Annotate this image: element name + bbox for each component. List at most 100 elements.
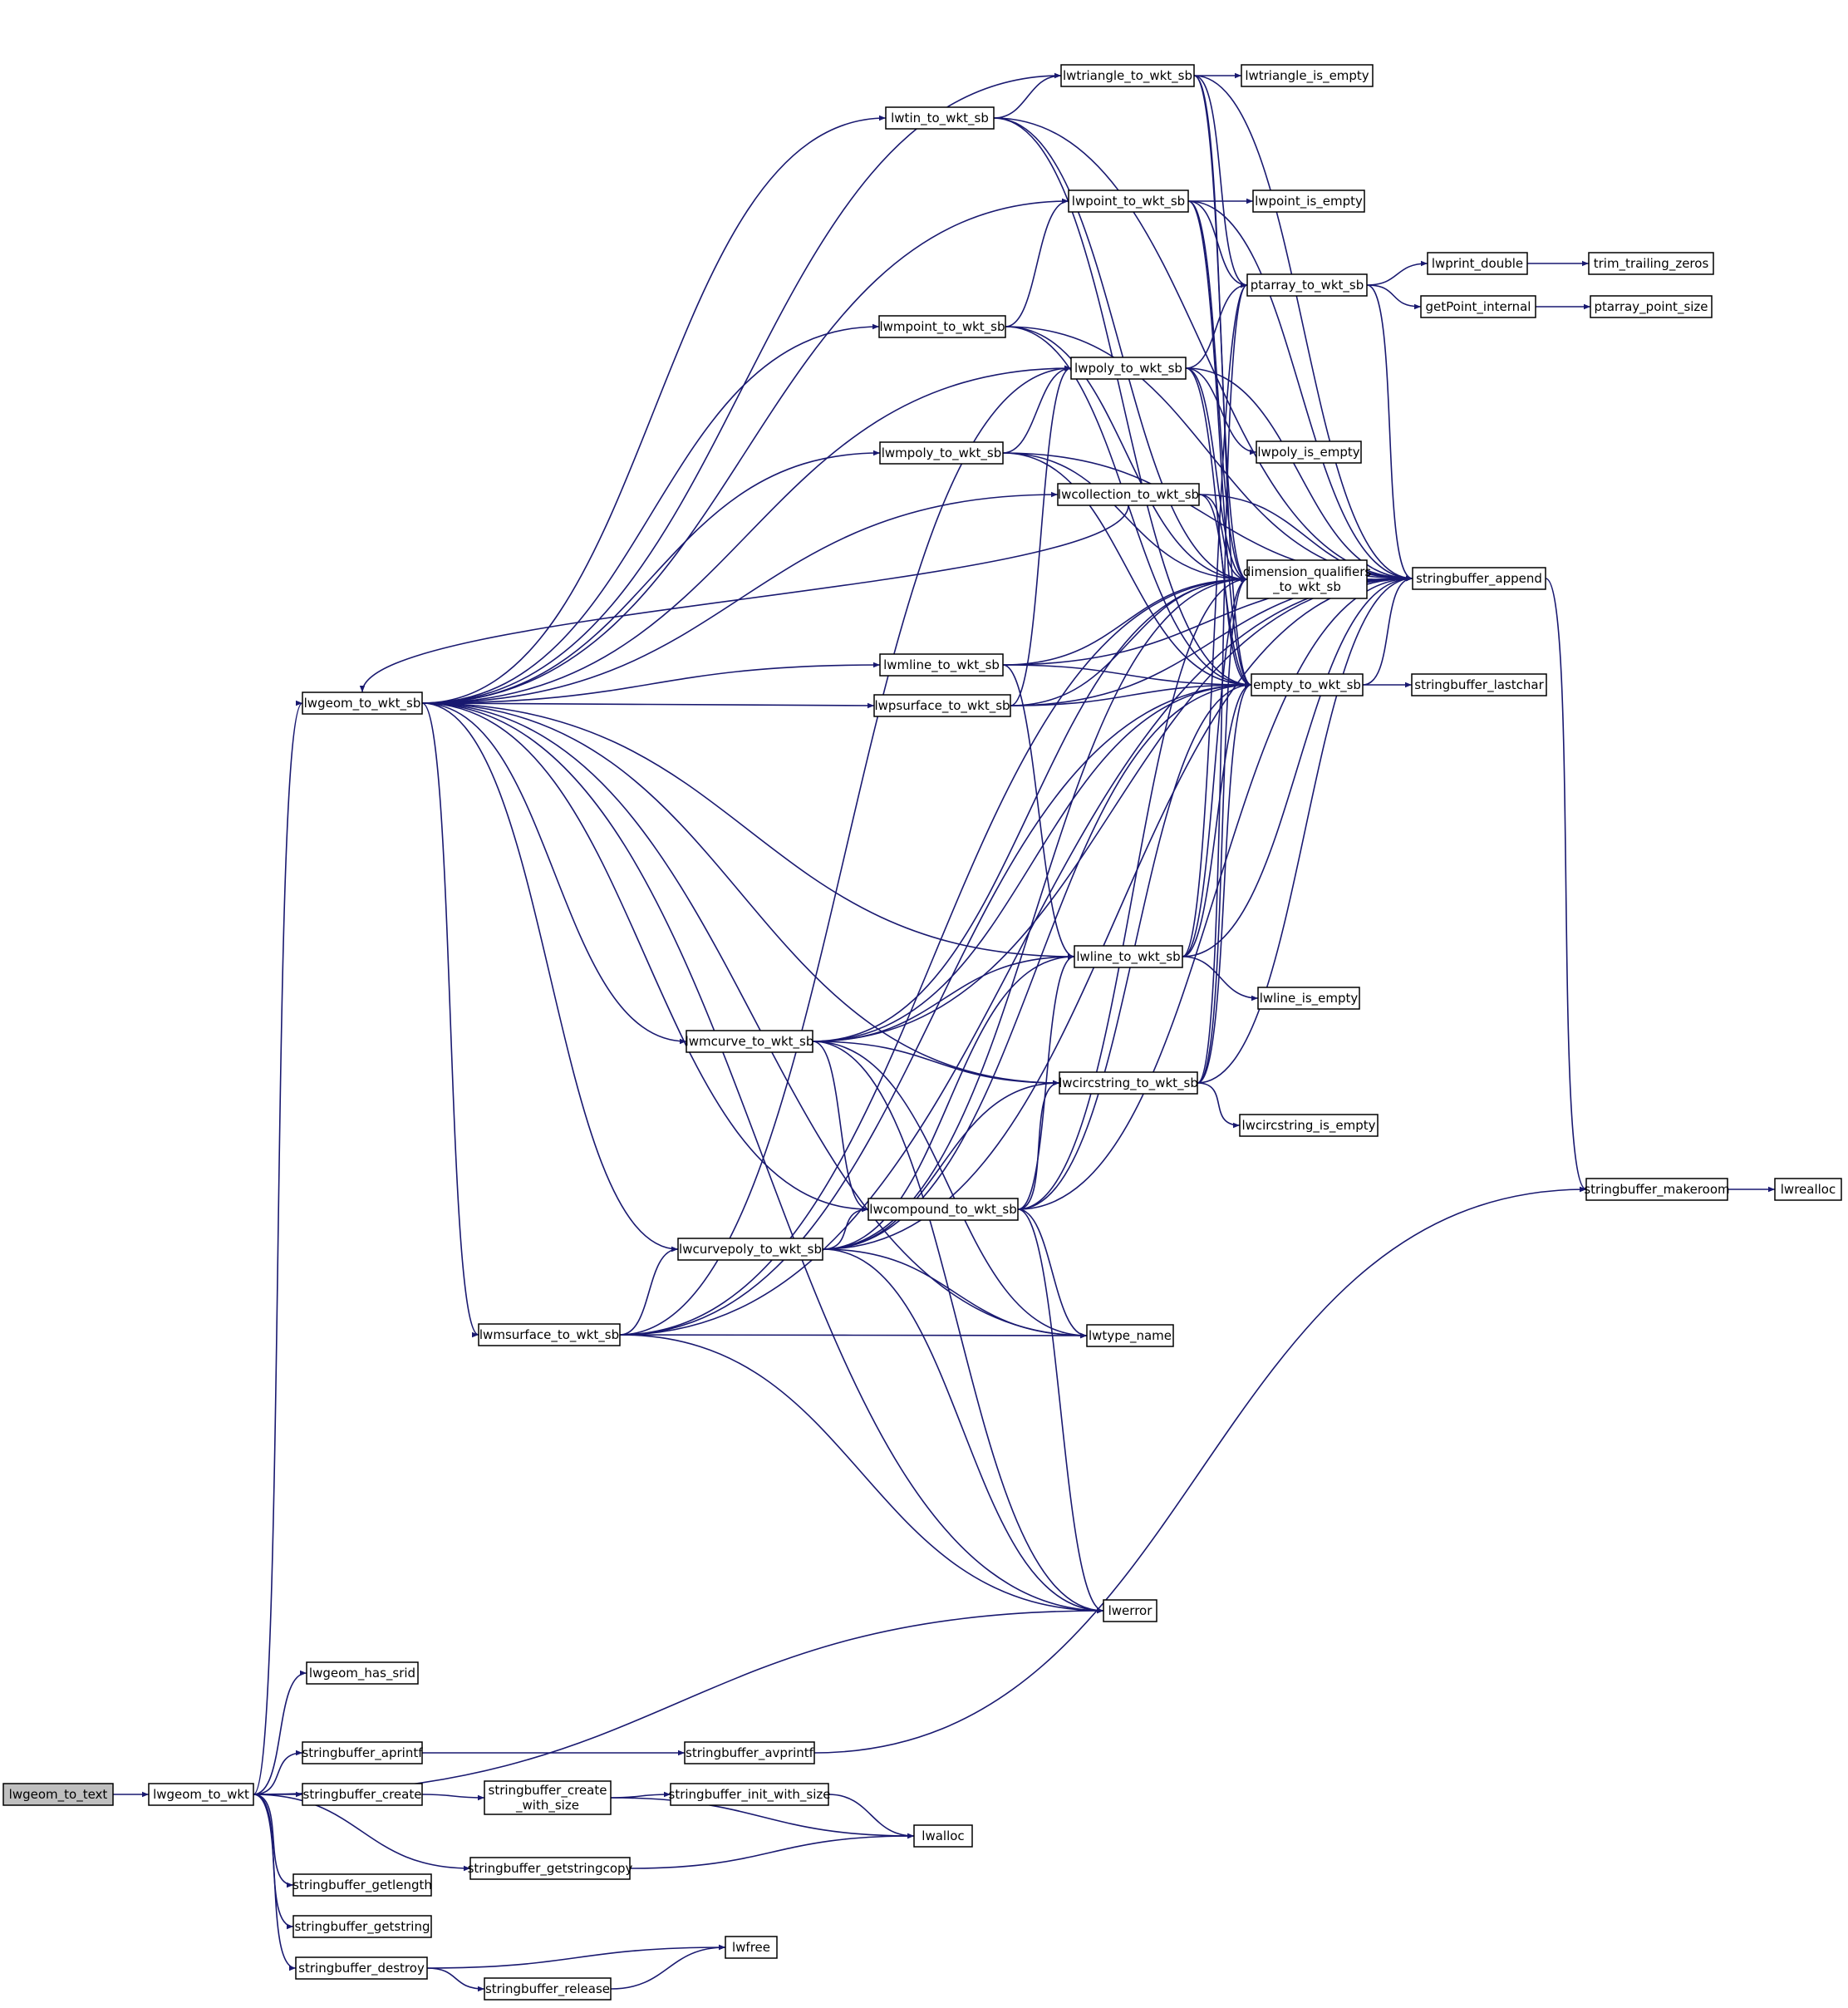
edge-lwmsurface_to_wkt_sb-to-dimension_qualifiers_to_wkt_sb — [619, 576, 1248, 1336]
edge-ptarray_to_wkt_sb-to-lwprint_double — [1366, 260, 1428, 286]
edge-lwtin_to_wkt_sb-to-empty_to_wkt_sb — [993, 117, 1252, 688]
edge-lwmsurface_to_wkt_sb-to-empty_to_wkt_sb — [619, 682, 1252, 1336]
node-lwmpoly-to-wkt-sb[interactable]: lwmpoly_to_wkt_sb — [879, 441, 1004, 465]
node-stringbuffer-avprintf[interactable]: stringbuffer_avprintf — [684, 1741, 815, 1764]
node-lwerror[interactable]: lwerror — [1103, 1599, 1157, 1622]
node-box — [1103, 1599, 1157, 1622]
node-label: lwmline_to_wkt_sb — [883, 657, 1000, 673]
node-lwpoint-is-empty[interactable]: lwpoint_is_empty — [1252, 189, 1365, 213]
node-lwgeom-to-wkt-sb[interactable]: lwgeom_to_wkt_sb — [302, 691, 423, 715]
node-lwcircstring-to-wkt-sb[interactable]: lwcircstring_to_wkt_sb — [1059, 1071, 1198, 1095]
node-stringbuffer-destroy[interactable]: stringbuffer_destroy — [295, 1956, 428, 1980]
node-empty-to-wkt-sb[interactable]: empty_to_wkt_sb — [1251, 673, 1364, 696]
edge-lwpoly_to_wkt_sb-to-empty_to_wkt_sb — [1185, 367, 1252, 688]
edge-lwgeom_to_wkt-to-stringbuffer_getlength — [253, 1794, 294, 1888]
node-box — [1070, 357, 1187, 380]
node-label: stringbuffer_destroy — [298, 1961, 425, 1976]
node-lwcurvepoly-to-wkt-sb[interactable]: lwcurvepoly_to_wkt_sb — [677, 1238, 823, 1261]
node-label: _to_wkt_sb — [1272, 579, 1341, 595]
node-lwpsurface-to-wkt-sb[interactable]: lwpsurface_to_wkt_sb — [873, 694, 1011, 717]
edge-layer — [112, 72, 1775, 1992]
node-dimension-qualifiers-to-wkt-sb[interactable]: dimension_qualifiers_to_wkt_sb — [1243, 559, 1372, 599]
node-label: lwgeom_has_srid — [309, 1666, 415, 1681]
node-lwtriangle-to-wkt-sb[interactable]: lwtriangle_to_wkt_sb — [1060, 64, 1195, 87]
node-lwcollection-to-wkt-sb[interactable]: lwcollection_to_wkt_sb — [1057, 483, 1200, 506]
node-lwpoly-is-empty[interactable]: lwpoly_is_empty — [1256, 440, 1362, 464]
node-lwalloc[interactable]: lwalloc — [913, 1824, 973, 1848]
node-lwgeom-has-srid[interactable]: lwgeom_has_srid — [306, 1661, 419, 1685]
node-box — [306, 1661, 419, 1685]
node-label: lwcurvepoly_to_wkt_sb — [679, 1242, 822, 1257]
node-lwcircstring-is-empty[interactable]: lwcircstring_is_empty — [1239, 1114, 1379, 1137]
edge-lwcurvepoly_to_wkt_sb-to-lwline_to_wkt_sb — [822, 953, 1075, 1250]
edge-lwtin_to_wkt_sb-to-lwtriangle_to_wkt_sb — [993, 72, 1062, 119]
node-stringbuffer-create-with-size[interactable]: stringbuffer_create_with_size — [484, 1780, 612, 1815]
node-stringbuffer-append[interactable]: stringbuffer_append — [1412, 567, 1546, 590]
edge-lwcircstring_to_wkt_sb-to-dimension_qualifiers_to_wkt_sb — [1197, 576, 1248, 1084]
node-stringbuffer-create[interactable]: stringbuffer_create — [302, 1783, 423, 1806]
node-lwtype-name[interactable]: lwtype_name — [1086, 1324, 1174, 1347]
node-lwpoly-to-wkt-sb[interactable]: lwpoly_to_wkt_sb — [1070, 357, 1187, 380]
node-box — [1246, 273, 1368, 297]
node-label: stringbuffer_release — [485, 1981, 610, 1997]
node-lwgeom-to-wkt[interactable]: lwgeom_to_wkt — [148, 1783, 254, 1806]
edge-lwtin_to_wkt_sb-to-stringbuffer_append — [993, 117, 1413, 582]
node-lwmline-to-wkt-sb[interactable]: lwmline_to_wkt_sb — [879, 653, 1004, 677]
node-label: lwmpoint_to_wkt_sb — [879, 319, 1005, 335]
node-label: lwtriangle_is_empty — [1245, 68, 1369, 84]
node-getPoint-internal[interactable]: getPoint_internal — [1420, 295, 1536, 318]
node-lwmsurface-to-wkt-sb[interactable]: lwmsurface_to_wkt_sb — [478, 1323, 621, 1346]
node-lwrealloc[interactable]: lwrealloc — [1774, 1178, 1842, 1201]
node-stringbuffer-makeroom[interactable]: stringbuffer_makeroom — [1584, 1178, 1730, 1201]
node-stringbuffer-init-with-size[interactable]: stringbuffer_init_with_size — [669, 1783, 831, 1806]
node-box — [1588, 252, 1714, 275]
node-label: stringbuffer_create — [303, 1787, 422, 1803]
edge-lwtriangle_to_wkt_sb-to-empty_to_wkt_sb — [1193, 75, 1252, 688]
edge-lwpoly_to_wkt_sb-to-lwpoly_is_empty — [1185, 367, 1257, 455]
node-label: empty_to_wkt_sb — [1253, 677, 1361, 693]
node-lwline-to-wkt-sb[interactable]: lwline_to_wkt_sb — [1074, 945, 1183, 968]
edge-lwpoint_to_wkt_sb-to-empty_to_wkt_sb — [1187, 200, 1252, 688]
node-lwfree[interactable]: lwfree — [725, 1936, 778, 1959]
node-lwmcurve-to-wkt-sb[interactable]: lwmcurve_to_wkt_sb — [686, 1030, 814, 1053]
node-stringbuffer-getstringcopy[interactable]: stringbuffer_getstringcopy — [468, 1857, 633, 1880]
node-ptarray-to-wkt-sb[interactable]: ptarray_to_wkt_sb — [1246, 273, 1368, 297]
node-label: lwmcurve_to_wkt_sb — [686, 1034, 814, 1050]
node-ptarray-point-size[interactable]: ptarray_point_size — [1590, 295, 1713, 318]
node-label: lwmpoly_to_wkt_sb — [882, 445, 1002, 461]
edge-lwgeom_to_wkt_sb-to-lwmpoly_to_wkt_sb — [421, 450, 881, 704]
edge-stringbuffer_avprintf-to-stringbuffer_makeroom — [813, 1186, 1587, 1754]
node-lwmpoint-to-wkt-sb[interactable]: lwmpoint_to_wkt_sb — [878, 315, 1006, 338]
edge-lwpoint_to_wkt_sb-to-stringbuffer_append — [1187, 200, 1413, 582]
node-label: lwrealloc — [1781, 1182, 1836, 1197]
edge-lwgeom_to_wkt_sb-to-lwerror — [421, 702, 1104, 1614]
node-lwgeom-to-text[interactable]: lwgeom_to_text — [2, 1783, 114, 1806]
node-stringbuffer-release[interactable]: stringbuffer_release — [484, 1977, 612, 2001]
node-box — [1411, 673, 1547, 696]
node-box — [1257, 987, 1360, 1010]
node-box — [677, 1238, 823, 1261]
edge-stringbuffer_release-to-lwfree — [610, 1944, 726, 1990]
node-lwcompound-to-wkt-sb[interactable]: lwcompound_to_wkt_sb — [867, 1198, 1019, 1221]
edge-lwgeom_to_wkt_sb-to-lwpoly_to_wkt_sb — [421, 365, 1072, 704]
node-box — [302, 1783, 423, 1806]
node-label: lwline_to_wkt_sb — [1076, 949, 1180, 965]
node-stringbuffer-getstring[interactable]: stringbuffer_getstring — [292, 1915, 432, 1938]
node-lwline-is-empty[interactable]: lwline_is_empty — [1257, 987, 1360, 1010]
node-box — [684, 1741, 815, 1764]
node-trim-trailing-zeros[interactable]: trim_trailing_zeros — [1588, 252, 1714, 275]
node-lwtriangle-is-empty[interactable]: lwtriangle_is_empty — [1241, 64, 1374, 87]
node-box — [873, 694, 1011, 717]
edge-lwgeom_to_wkt_sb-to-lwmpoint_to_wkt_sb — [421, 323, 880, 704]
node-lwprint-double[interactable]: lwprint_double — [1427, 252, 1528, 275]
edge-lwmsurface_to_wkt_sb-to-lwpoly_to_wkt_sb — [619, 365, 1072, 1336]
edge-lwline_to_wkt_sb-to-stringbuffer_append — [1182, 575, 1413, 957]
node-label: lwgeom_to_wkt_sb — [304, 696, 421, 711]
node-stringbuffer-lastchar[interactable]: stringbuffer_lastchar — [1411, 673, 1547, 696]
edge-lwline_to_wkt_sb-to-ptarray_to_wkt_sb — [1182, 282, 1248, 957]
node-lwtin-to-wkt-sb[interactable]: lwtin_to_wkt_sb — [885, 106, 995, 130]
node-stringbuffer-getlength[interactable]: stringbuffer_getlength — [292, 1873, 432, 1897]
node-lwpoint-to-wkt-sb[interactable]: lwpoint_to_wkt_sb — [1068, 189, 1189, 213]
node-stringbuffer-aprintf[interactable]: stringbuffer_aprintf — [302, 1741, 423, 1764]
node-label: stringbuffer_getstringcopy — [468, 1861, 633, 1877]
